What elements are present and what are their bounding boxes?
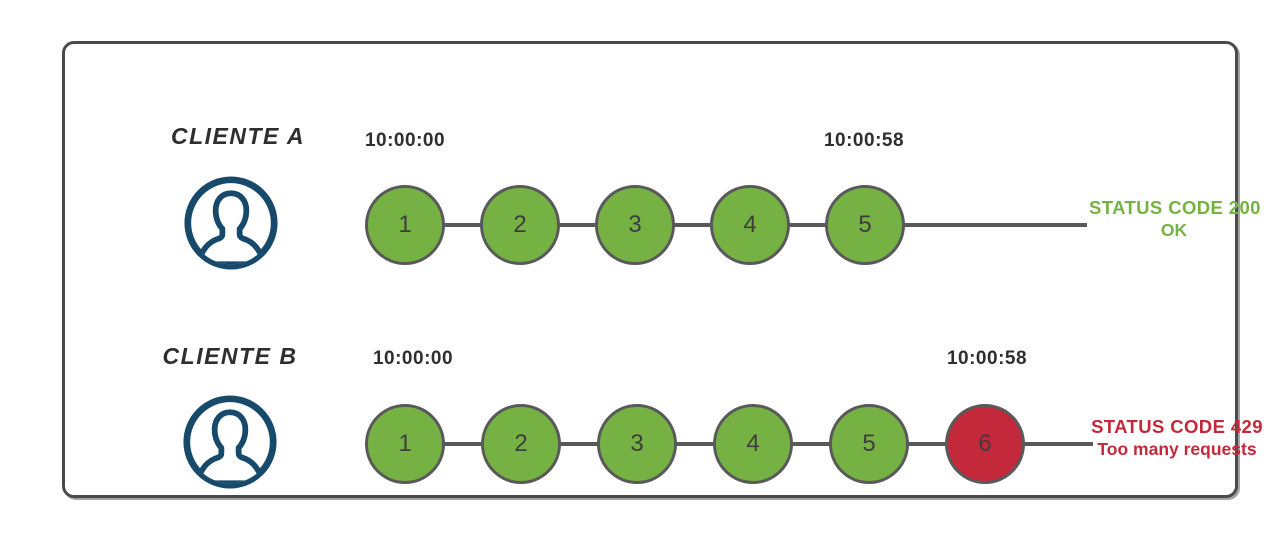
client-a-status-detail: OK	[1160, 220, 1188, 240]
client-b-end-time: 10:00:58	[946, 348, 1028, 369]
request-circle: 3	[595, 185, 675, 265]
client-b-status-detail: Too many requests	[1097, 439, 1257, 459]
client-b-status: STATUS CODE 429 Too many requests	[1089, 416, 1265, 460]
client-b-label: CLIENTE B	[162, 343, 298, 369]
client-a-start-time: 10:00:00	[364, 130, 446, 151]
user-avatar-icon	[183, 395, 277, 489]
client-b-status-code: STATUS CODE 429	[1091, 416, 1263, 437]
client-a-avatar	[183, 175, 279, 271]
client-b-avatar	[182, 394, 278, 490]
request-circle: 5	[829, 404, 909, 484]
request-circle: 6	[945, 404, 1025, 484]
user-avatar-icon	[184, 176, 278, 270]
request-circle: 1	[365, 404, 445, 484]
client-a-label: CLIENTE A	[170, 123, 306, 149]
request-circle: 2	[480, 185, 560, 265]
request-circle: 4	[713, 404, 793, 484]
request-circle: 1	[365, 185, 445, 265]
request-circle: 5	[825, 185, 905, 265]
client-a-end-time: 10:00:58	[823, 130, 905, 151]
client-a-status: STATUS CODE 200 OK	[1089, 197, 1261, 241]
client-b-start-time: 10:00:00	[372, 348, 454, 369]
request-circle: 2	[481, 404, 561, 484]
client-a-status-code: STATUS CODE 200	[1089, 197, 1261, 218]
request-circle: 4	[710, 185, 790, 265]
request-circle: 3	[597, 404, 677, 484]
